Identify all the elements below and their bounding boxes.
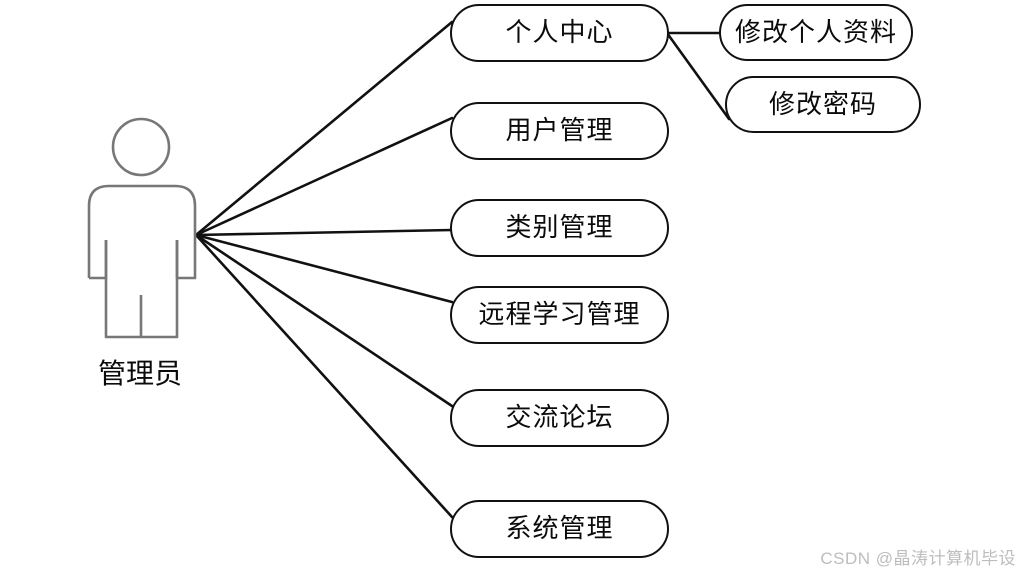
use-case-personal-center[interactable]: 个人中心 [450, 4, 669, 62]
watermark: CSDN @晶涛计算机毕设 [820, 549, 1016, 568]
actor-torso-icon [87, 184, 197, 280]
use-case-label: 类别管理 [505, 213, 614, 242]
use-case-edit-profile[interactable]: 修改个人资料 [719, 4, 913, 61]
use-case-label: 用户管理 [505, 116, 614, 145]
use-case-category-mgmt[interactable]: 类别管理 [450, 199, 669, 257]
use-case-change-password[interactable]: 修改密码 [725, 76, 921, 133]
use-case-label: 修改密码 [768, 89, 877, 119]
actor-head-icon [111, 117, 171, 177]
use-case-label: 个人中心 [505, 18, 614, 47]
association-actor-personal-center [194, 20, 454, 237]
actor-left-arm-icon [89, 240, 108, 280]
use-case-user-mgmt[interactable]: 用户管理 [450, 102, 669, 160]
association-actor-remote-study [194, 233, 454, 304]
association-actor-system-mgmt [194, 233, 454, 519]
use-case-system-mgmt[interactable]: 系统管理 [450, 500, 669, 558]
association-actor-category-mgmt [194, 228, 454, 237]
use-case-label: 系统管理 [505, 514, 614, 543]
association-personal-center-change-pwd [665, 31, 731, 121]
use-case-label: 交流论坛 [505, 403, 614, 432]
actor-label: 管理员 [97, 359, 182, 390]
use-case-forum[interactable]: 交流论坛 [450, 389, 669, 447]
association-actor-forum [194, 233, 454, 408]
use-case-label: 修改个人资料 [734, 17, 897, 47]
use-case-label: 远程学习管理 [478, 300, 641, 329]
association-actor-user-mgmt [194, 116, 454, 237]
use-case-remote-study-mgmt[interactable]: 远程学习管理 [450, 286, 669, 344]
